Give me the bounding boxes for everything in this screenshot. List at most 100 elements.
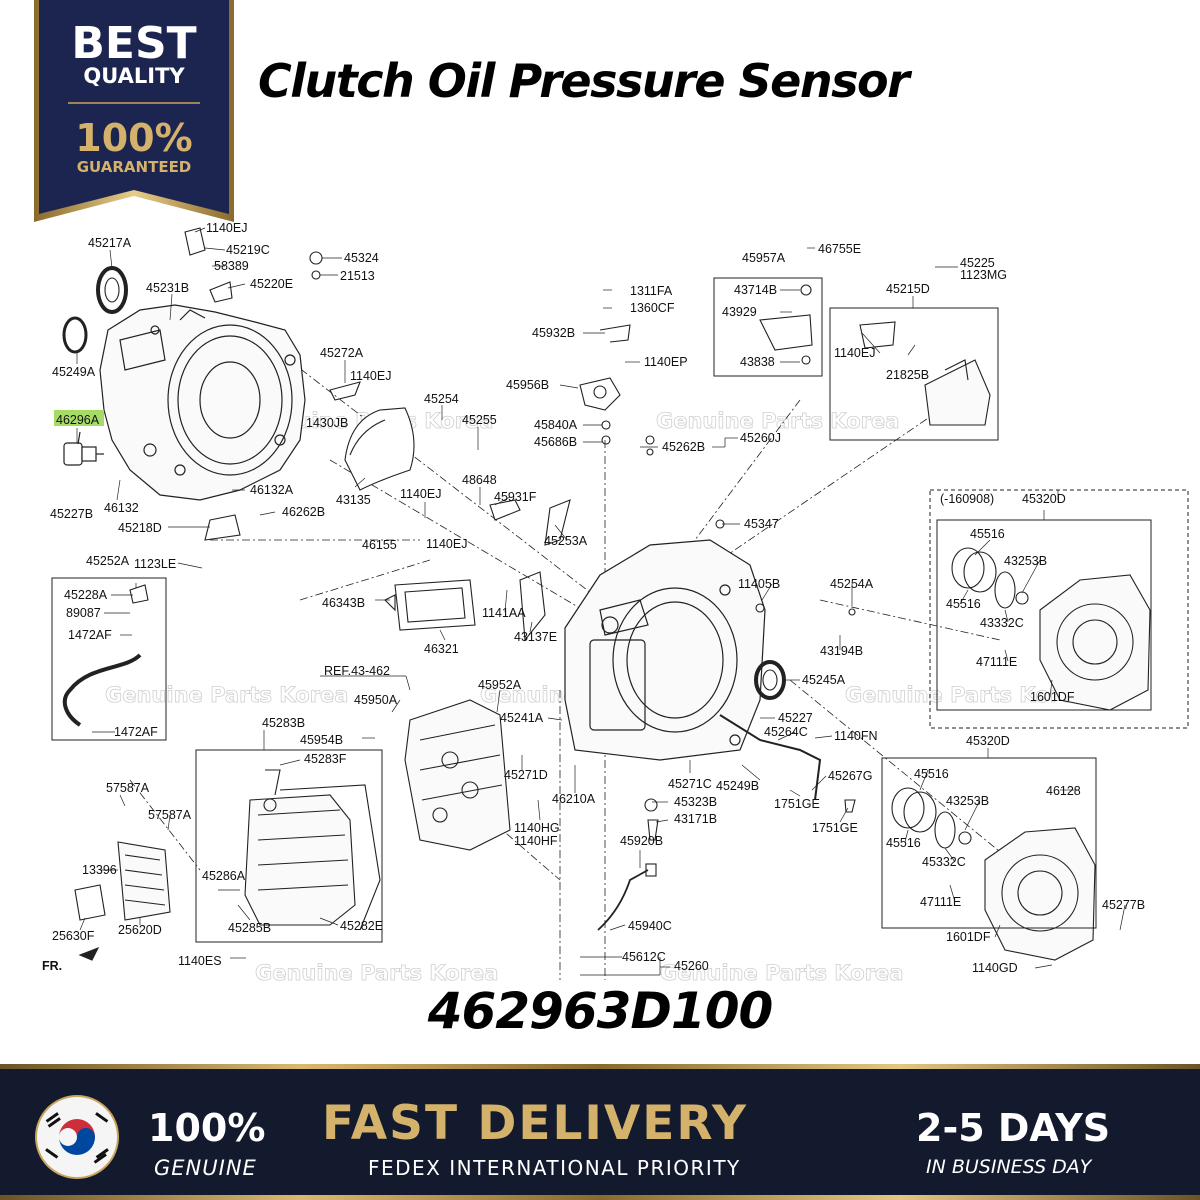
- part-label: 43171B: [674, 812, 717, 826]
- part-label: 45241A: [500, 711, 544, 725]
- part-label: 1601DF: [946, 930, 991, 944]
- part-label: 45920B: [620, 834, 663, 848]
- part-label: 43253B: [946, 794, 989, 808]
- part-label: 46128: [1046, 784, 1081, 798]
- part-label: FR.: [42, 959, 62, 973]
- part-label: 45262B: [662, 440, 705, 454]
- part-label: 45320D: [1022, 492, 1066, 506]
- fast-delivery: FAST DELIVERY: [322, 1096, 749, 1151]
- rear-cover-upper: [951, 547, 1151, 711]
- korea-flag-icon: [35, 1095, 119, 1179]
- part-label: 45516: [914, 767, 949, 781]
- part-label: 45264C: [764, 725, 808, 739]
- part-label: 1123LE: [134, 557, 176, 571]
- part-label: 45347: [744, 517, 779, 531]
- product-title: Clutch Oil Pressure Sensor: [258, 54, 910, 108]
- part-label: 45940C: [628, 919, 672, 933]
- business-day: IN BUSINESS DAY: [926, 1156, 1092, 1178]
- part-label: 47111E: [976, 655, 1017, 669]
- part-label: 45227B: [50, 507, 93, 521]
- watermark: Genuine Parts Korea: [255, 961, 498, 985]
- part-label: 45283F: [304, 752, 347, 766]
- part-label: 1601DF: [1030, 690, 1075, 704]
- part-label: 46262B: [282, 505, 325, 519]
- watermark: Genuine Parts Korea: [105, 683, 348, 707]
- part-label: 45218D: [118, 521, 162, 535]
- genuine-percent: 100%: [148, 1106, 266, 1150]
- badge-guaranteed: GUARANTEED: [77, 158, 192, 176]
- oil-pan: [244, 769, 381, 931]
- part-label: 1360CF: [630, 301, 675, 315]
- watermark: Genuine Parts Korea: [845, 683, 1088, 707]
- gold-stripe-top: [0, 1064, 1200, 1069]
- part-label: 45260J: [740, 431, 781, 445]
- bell-housing: [99, 304, 306, 501]
- part-label: 43253B: [1004, 554, 1047, 568]
- part-label: 45219C: [226, 243, 270, 257]
- part-label: 45950A: [354, 693, 398, 707]
- part-label: 45228A: [64, 588, 108, 602]
- part-label: 43838: [740, 355, 775, 369]
- part-label: 1430JB: [306, 416, 348, 430]
- part-label: 46210A: [552, 792, 596, 806]
- part-label: 45516: [946, 597, 981, 611]
- part-label: 1751GE: [812, 821, 858, 835]
- part-label: 58389: [214, 259, 249, 273]
- group-boxes: [51, 277, 1189, 943]
- part-label: 43137E: [514, 630, 557, 644]
- part-label: 57587A: [106, 781, 150, 795]
- part-label: REF.43-462: [324, 664, 390, 678]
- part-label: 43929: [722, 305, 757, 319]
- part-label: 45952A: [478, 678, 522, 692]
- part-label: 43135: [336, 493, 371, 507]
- badge-quality: QUALITY: [83, 64, 185, 88]
- part-label: 46132A: [250, 483, 294, 497]
- part-label: 1751GE: [774, 797, 820, 811]
- valve-body: [404, 699, 511, 851]
- part-label: 89087: [66, 606, 101, 620]
- part-label: 45956B: [506, 378, 549, 392]
- exploded-parts-diagram: Genuine Parts Korea Genuine Parts Korea …: [42, 221, 1189, 985]
- part-label: 1140EJ: [426, 537, 467, 551]
- part-label: 45252A: [86, 554, 130, 568]
- part-label: 48648: [462, 473, 497, 487]
- part-label: 46755E: [818, 242, 861, 256]
- part-number: 462963D100: [427, 982, 774, 1040]
- best-quality-badge: BEST QUALITY 100% GUARANTEED: [34, 0, 234, 222]
- part-label: 46132: [104, 501, 139, 515]
- part-label: 45253A: [544, 534, 588, 548]
- part-label: 1472AF: [68, 628, 112, 642]
- part-label: 1472AF: [114, 725, 158, 739]
- part-label: 45272A: [320, 346, 364, 360]
- part-label: 45931F: [494, 490, 537, 504]
- part-label: 45267G: [828, 769, 872, 783]
- part-label: 46296A: [56, 413, 100, 427]
- part-label: 45320D: [966, 734, 1010, 748]
- part-label: 45271C: [668, 777, 712, 791]
- part-label: 1141AA: [482, 606, 526, 620]
- part-label: 45840A: [534, 418, 578, 432]
- part-label: 45285B: [228, 921, 271, 935]
- part-label: 45954B: [300, 733, 343, 747]
- part-label: 25630F: [52, 929, 95, 943]
- fedex-priority: FEDEX INTERNATIONAL PRIORITY: [368, 1156, 741, 1180]
- part-label: 45225: [960, 256, 995, 270]
- part-label: 46321: [424, 642, 459, 656]
- part-label: 45220E: [250, 277, 293, 291]
- part-label: (-160908): [940, 492, 994, 506]
- part-label: 1123MG: [960, 268, 1007, 282]
- part-label: 45254: [424, 392, 459, 406]
- part-label: 45282E: [340, 919, 383, 933]
- part-label: 1140FN: [834, 729, 878, 743]
- part-label: 46155: [362, 538, 397, 552]
- part-label: 25620D: [118, 923, 162, 937]
- part-label: 45217A: [88, 236, 132, 250]
- part-label: 45215D: [886, 282, 930, 296]
- main-transmission-case: [564, 539, 766, 761]
- part-label: 45286A: [202, 869, 246, 883]
- part-label: 1140ES: [178, 954, 222, 968]
- part-label: 45249B: [716, 779, 759, 793]
- part-label: 45277B: [1102, 898, 1145, 912]
- part-label: 57587A: [148, 808, 192, 822]
- footer-banner: 100% GENUINE FAST DELIVERY FEDEX INTERNA…: [0, 1064, 1200, 1200]
